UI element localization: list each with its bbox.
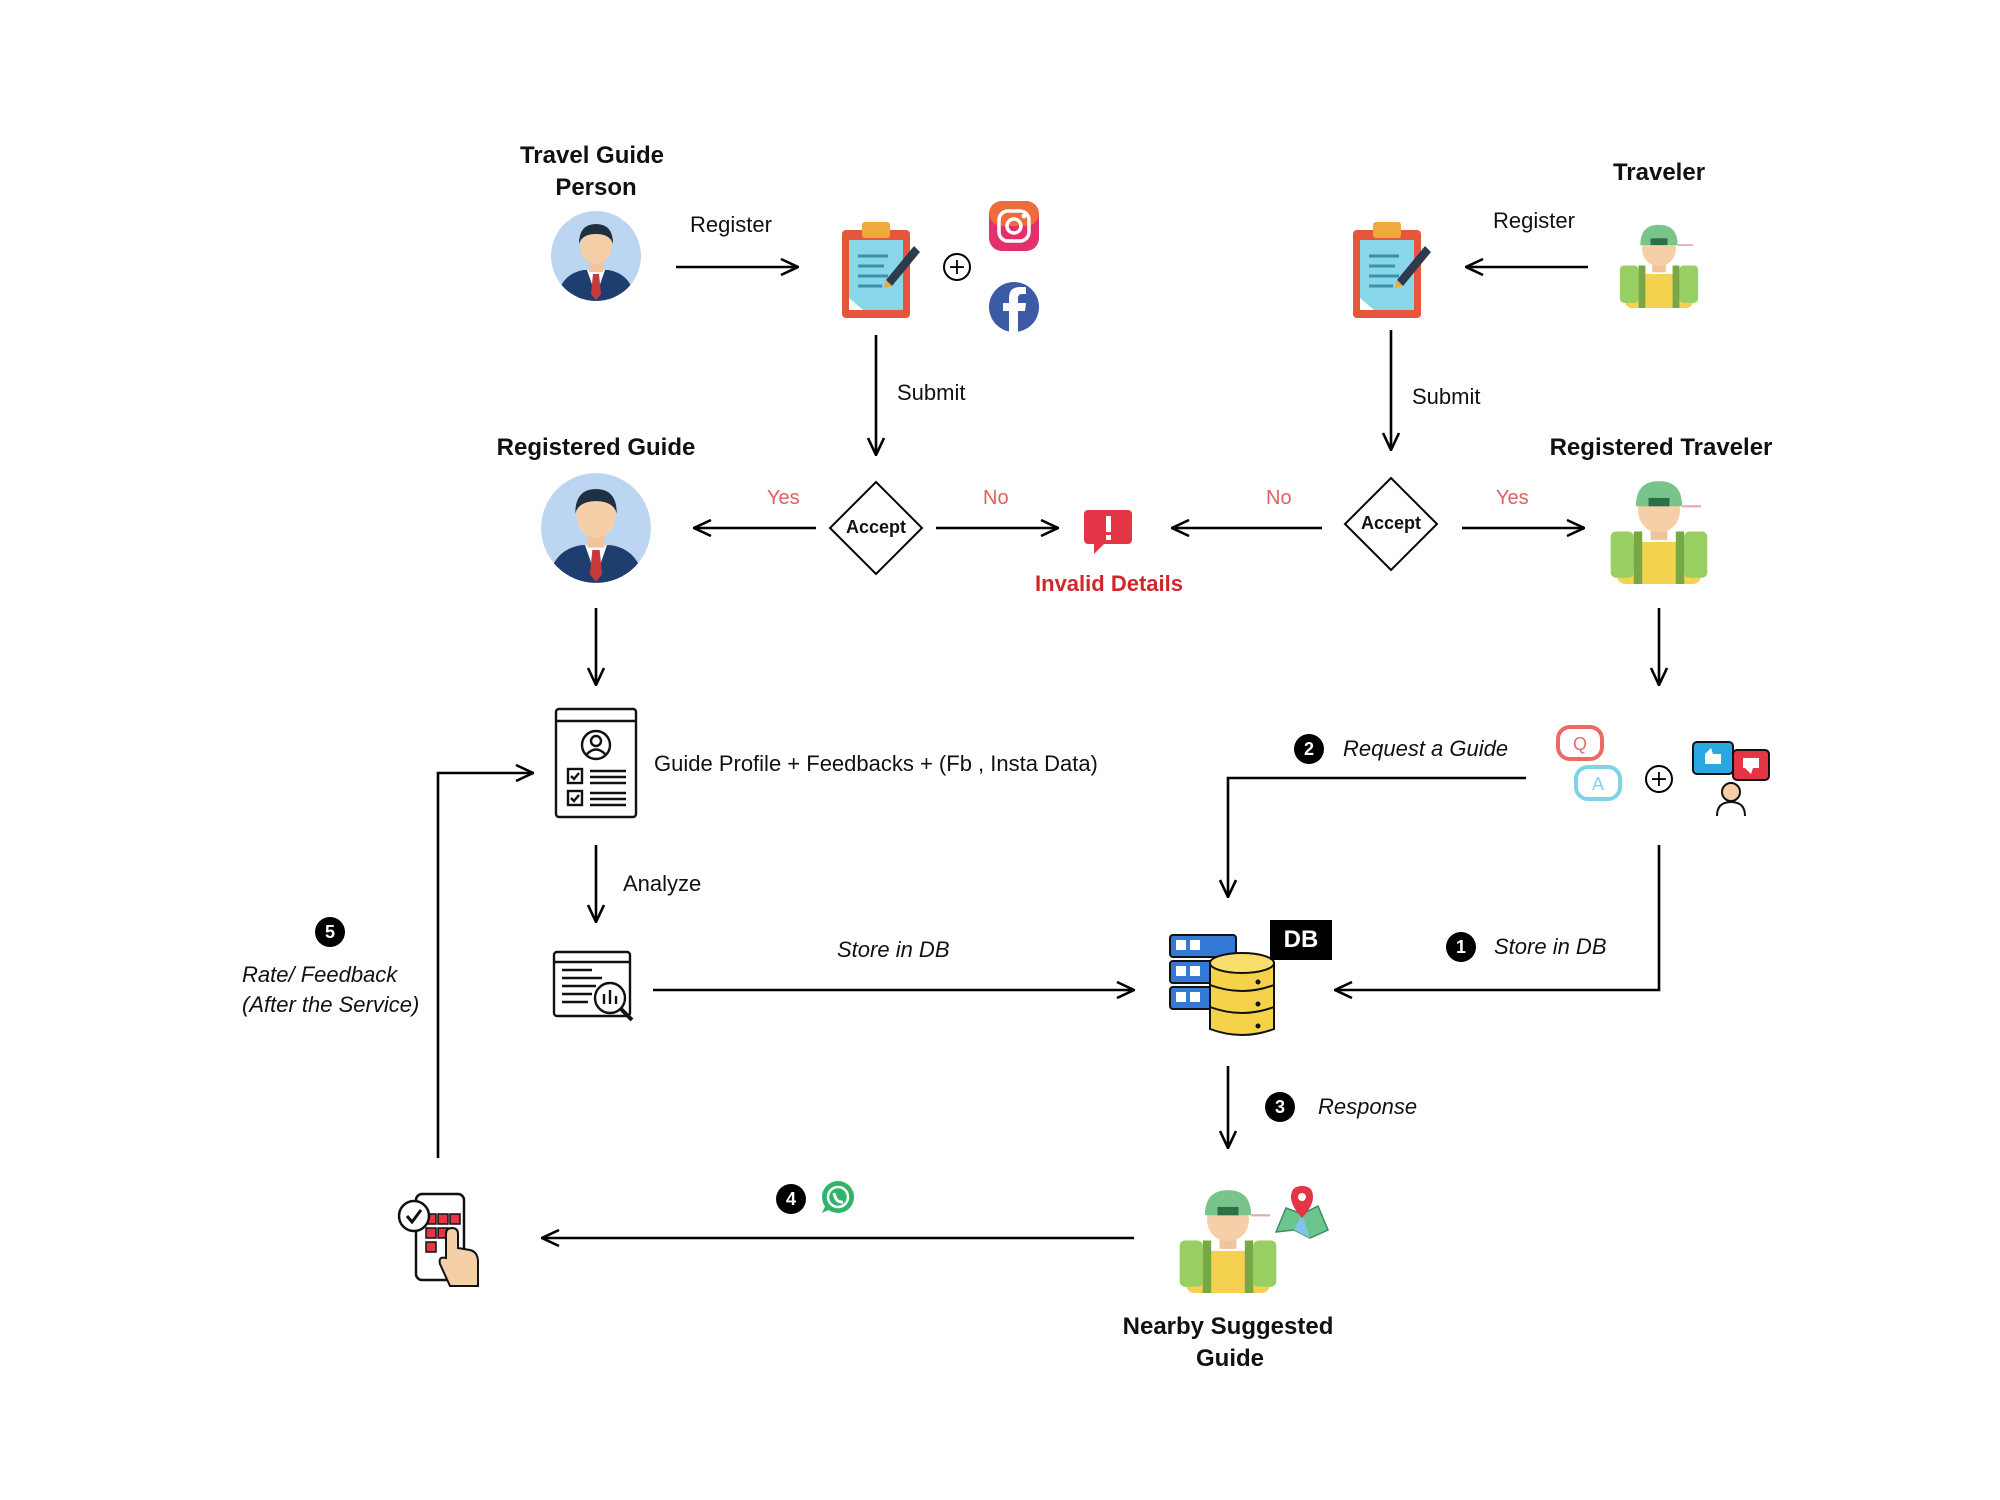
- plus-symbol-1: +: [948, 255, 966, 280]
- step-badge-5: 5: [315, 917, 345, 947]
- plus-symbol-2: +: [1650, 767, 1668, 792]
- travel-guide-person-label-line2: Person: [555, 174, 637, 201]
- whatsapp-icon: [822, 1181, 854, 1213]
- rate-feedback-label-line2: (After the Service): [242, 992, 420, 1017]
- register-label-left: Register: [690, 212, 772, 237]
- nearby-guide-traveler-icon: [1178, 1189, 1278, 1295]
- registered-traveler-icon: [1609, 480, 1709, 586]
- qa-bubbles-icon: Q A: [1556, 725, 1622, 801]
- db-tag: DB: [1270, 920, 1332, 960]
- guide-profile-label: Guide Profile + Feedbacks + (Fb , Insta …: [654, 751, 1098, 776]
- traveler-icon: [1619, 223, 1699, 309]
- map-pin-icon: [1274, 1186, 1329, 1239]
- accept-label-left: Accept: [845, 517, 907, 537]
- plus-circle-request: [1645, 765, 1673, 793]
- submit-label-left: Submit: [897, 380, 966, 405]
- store-in-db-label-left: Store in DB: [837, 937, 950, 962]
- profile-document-icon: [554, 707, 638, 819]
- instagram-icon: [989, 201, 1039, 251]
- step-badge-3: 3: [1265, 1092, 1295, 1122]
- registration-clipboard-icon: [1351, 220, 1433, 320]
- arrow-rate-feedback: [436, 773, 533, 1158]
- response-label: Response: [1318, 1094, 1418, 1119]
- feedback-icon: [1692, 741, 1770, 817]
- no-label-right: No: [1266, 487, 1292, 509]
- database-server-icon: [1169, 934, 1275, 1036]
- rate-feedback-label-line1: Rate/ Feedback: [242, 962, 398, 987]
- accept-decision-right: [1343, 476, 1439, 572]
- traveler-label: Traveler: [1612, 159, 1706, 186]
- registered-guide-label: Registered Guide: [496, 434, 696, 461]
- request-a-guide-label: Request a Guide: [1343, 736, 1509, 761]
- register-label-right: Register: [1493, 208, 1575, 233]
- nearby-suggested-guide-label-line2: Guide: [1195, 1345, 1265, 1372]
- arrow-store-in-db-right: [1335, 845, 1661, 990]
- step-badge-2: 2: [1294, 734, 1324, 764]
- store-in-db-label-right: Store in DB: [1494, 934, 1607, 959]
- travel-guide-person-label-line1: Travel Guide: [519, 142, 665, 169]
- step-badge-4: 4: [776, 1184, 806, 1214]
- registered-traveler-label: Registered Traveler: [1549, 434, 1773, 461]
- svg-text:Q: Q: [1573, 734, 1587, 754]
- plus-circle-social: [943, 253, 971, 281]
- registration-clipboard-icon: [840, 220, 922, 320]
- yes-label-left: Yes: [767, 487, 800, 509]
- analyze-label: Analyze: [623, 871, 702, 896]
- accept-decision-left: [828, 480, 924, 576]
- facebook-icon: [989, 282, 1039, 332]
- submit-label-right: Submit: [1412, 384, 1481, 409]
- yes-label-right: Yes: [1496, 487, 1529, 509]
- no-label-left: No: [983, 487, 1009, 509]
- nearby-suggested-guide-label-line1: Nearby Suggested: [1122, 1313, 1334, 1340]
- invalid-details-label: Invalid Details: [1035, 571, 1183, 596]
- accept-label-right: Accept: [1360, 513, 1422, 533]
- step-badge-1: 1: [1446, 932, 1476, 962]
- arrow-request-a-guide: [1228, 776, 1526, 897]
- svg-text:A: A: [1592, 774, 1604, 794]
- mobile-rating-icon: [397, 1192, 479, 1287]
- registered-guide-icon: [541, 473, 651, 589]
- analysis-screen-icon: [552, 950, 634, 1022]
- guide-person-icon: [551, 211, 641, 306]
- error-message-icon: [1084, 510, 1132, 554]
